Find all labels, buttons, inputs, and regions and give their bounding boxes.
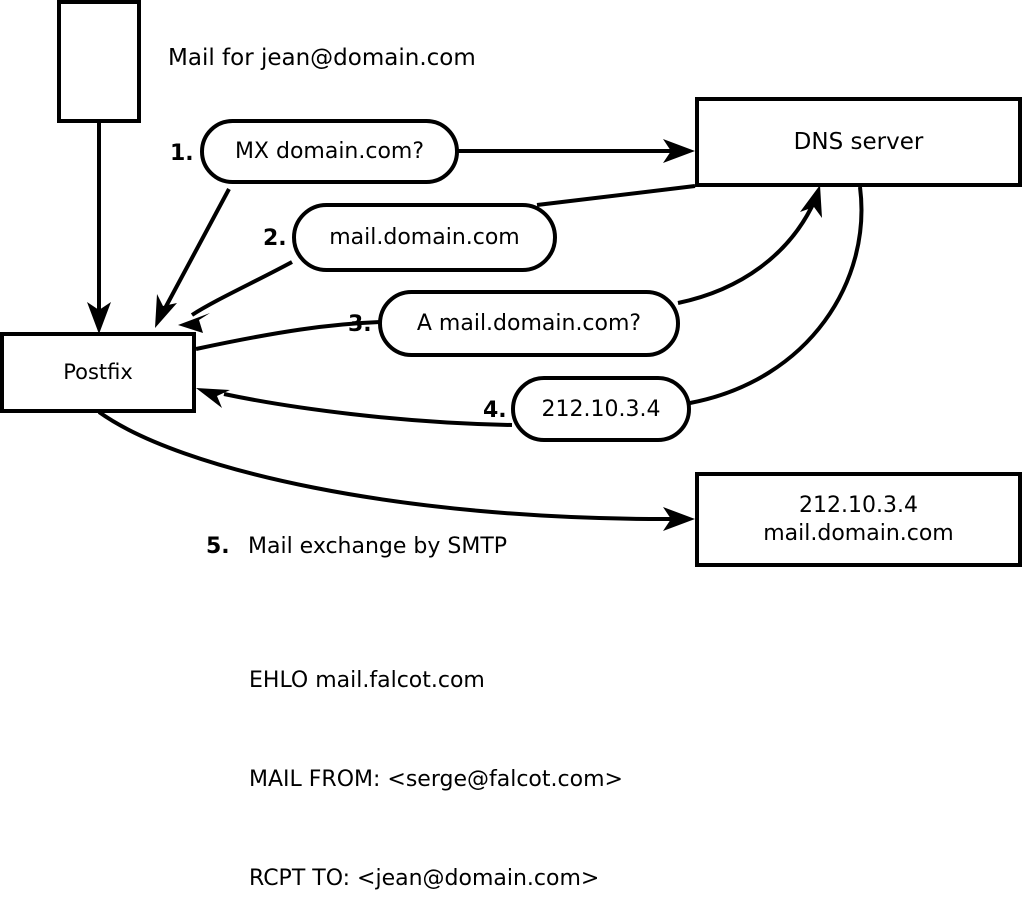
step-5-number: 5. — [206, 534, 230, 559]
sender-box[interactable] — [57, 0, 141, 123]
edge-step3-to-dns — [677, 199, 817, 305]
node-dns-server[interactable]: DNS server — [695, 97, 1022, 187]
node-postfix-label: Postfix — [63, 360, 133, 385]
smtp-line: RCPT TO: <jean@domain.com> — [249, 866, 600, 891]
mail-for-caption: Mail for jean@domain.com — [168, 45, 476, 71]
arrowhead-sender-to-postfix — [87, 302, 111, 334]
step-3-label: A mail.domain.com? — [416, 311, 642, 336]
edge-dns-to-step2 — [536, 184, 696, 207]
step-2-pill[interactable]: mail.domain.com — [292, 203, 557, 272]
edge-step4-to-postfix — [223, 392, 513, 427]
step-3-pill[interactable]: A mail.domain.com? — [378, 290, 680, 357]
edge-step2-to-postfix — [190, 260, 293, 317]
step-4-label: 212.10.3.4 — [541, 396, 661, 422]
arrowhead-step1-from-postfix — [155, 294, 177, 328]
arrowhead-postfix-to-mailserver — [663, 507, 695, 531]
step-2-number: 2. — [263, 226, 287, 251]
arrowhead-step3-to-dns — [800, 185, 822, 218]
step-1-label: MX domain.com? — [234, 139, 425, 164]
step-4-number: 4. — [483, 398, 507, 423]
edge-step1-from-postfix — [161, 188, 231, 313]
arrowhead-step1-to-dns — [663, 139, 695, 163]
smtp-line: EHLO mail.falcot.com — [249, 668, 485, 693]
smtp-line: MAIL FROM: <serge@falcot.com> — [249, 767, 623, 792]
node-dns-server-label: DNS server — [793, 128, 924, 155]
smtp-transcript: EHLO mail.falcot.com MAIL FROM: <serge@f… — [249, 598, 623, 919]
step-2-label: mail.domain.com — [329, 225, 520, 250]
step-3-number: 3. — [348, 312, 372, 337]
step-5-label: Mail exchange by SMTP — [248, 534, 508, 559]
node-mail-server[interactable]: 212.10.3.4 mail.domain.com — [695, 472, 1022, 567]
node-postfix[interactable]: Postfix — [0, 332, 196, 413]
step-1-pill[interactable]: MX domain.com? — [200, 119, 459, 184]
arrowhead-step4-to-postfix — [196, 388, 230, 408]
node-mail-server-host: mail.domain.com — [763, 520, 954, 546]
arrowhead-step2-to-postfix — [178, 313, 210, 333]
edge-postfix-to-mailserver — [97, 410, 673, 522]
edge-postfix-to-step3 — [195, 320, 381, 351]
edge-dns-to-step4 — [689, 186, 864, 405]
step-1-number: 1. — [170, 141, 194, 166]
step-4-pill[interactable]: 212.10.3.4 — [511, 376, 691, 442]
node-mail-server-ip: 212.10.3.4 — [799, 493, 918, 518]
